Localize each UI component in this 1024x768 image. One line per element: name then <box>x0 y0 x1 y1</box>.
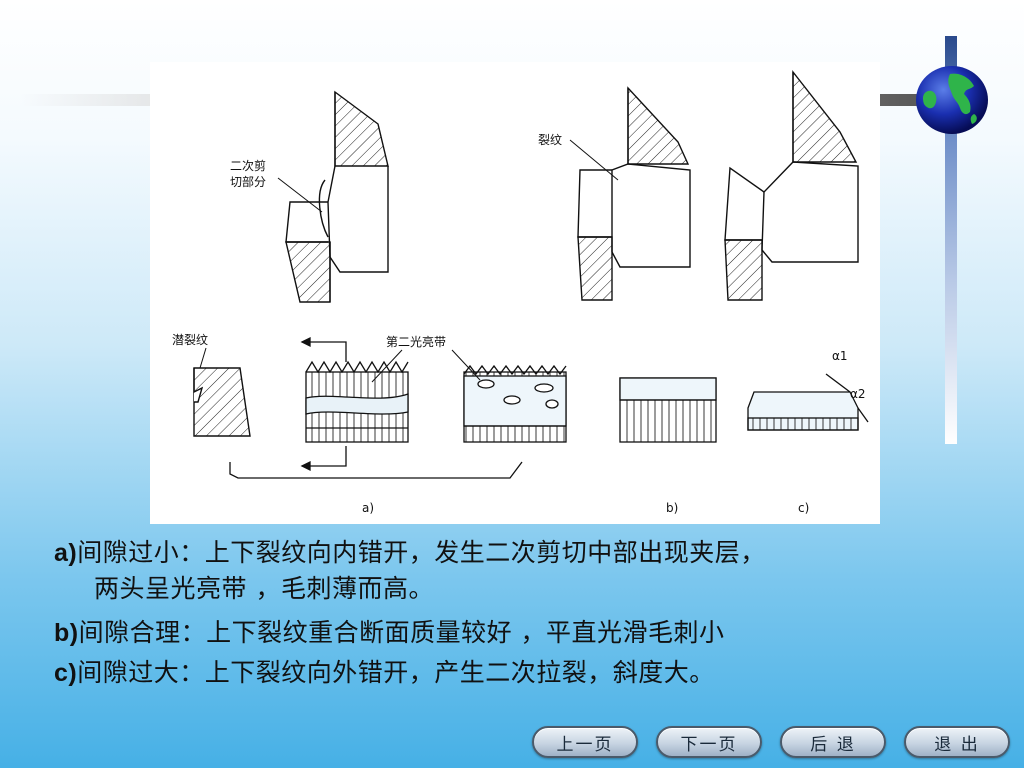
diagram-c-top <box>724 69 859 301</box>
diagram-a-section-2 <box>463 364 567 443</box>
caption-text-a2: 两头呈光亮带 ，毛刺薄而高。 <box>94 574 434 603</box>
direction-arrows <box>229 336 523 479</box>
label-b: b) <box>666 501 678 515</box>
label-secondary-shear-line2: 切部分 <box>230 174 266 189</box>
side-decorative-bar <box>945 36 957 444</box>
caption-prefix-b: b) <box>54 619 79 647</box>
caption-line-a2: 两头呈光亮带 ，毛刺薄而高。 <box>94 574 434 604</box>
diagram-b-top <box>577 86 691 301</box>
prev-page-button[interactable]: 上一页 <box>532 726 638 758</box>
label-second-band: 第二光亮带 <box>386 334 446 349</box>
caption-prefix-a: a) <box>54 539 78 567</box>
caption-line-a: a)间隙过小：上下裂纹向内错开，发生二次剪切中部出现夹层， <box>54 538 766 568</box>
caption-line-c: c)间隙过大：上下裂纹向外错开，产生二次拉裂，斜度大。 <box>54 658 715 688</box>
diagram-a-top <box>285 90 389 303</box>
next-page-button[interactable]: 下一页 <box>656 726 762 758</box>
caption-text-a: 间隙过小：上下裂纹向内错开，发生二次剪切中部出现夹层， <box>77 538 766 567</box>
diagram-c-section <box>747 373 869 431</box>
label-crack: 裂纹 <box>538 133 562 147</box>
label-latent-crack: 潜裂纹 <box>172 333 208 347</box>
label-secondary-shear-line1: 二次剪 <box>230 158 266 173</box>
diagram-b-section <box>619 377 717 443</box>
caption-prefix-c: c) <box>54 659 78 687</box>
label-alpha2: α2 <box>850 387 866 401</box>
label-a: a) <box>362 501 374 515</box>
exit-button[interactable]: 退 出 <box>904 726 1010 758</box>
label-c: c) <box>798 501 809 515</box>
diagram-a-section-1 <box>305 360 409 443</box>
label-alpha1: α1 <box>832 349 848 363</box>
back-button[interactable]: 后 退 <box>780 726 886 758</box>
caption-text-b: 间隙合理：上下裂纹重合断面质量较好 ，平直光滑毛刺小 <box>78 618 725 647</box>
caption-text-c: 间隙过大：上下裂纹向外错开，产生二次拉裂，斜度大。 <box>77 658 715 687</box>
die-clearance-figure: 二次剪 切部分 裂纹 潜裂纹 <box>150 62 880 524</box>
diagram-latent-crack-piece <box>193 367 251 437</box>
globe-icon <box>916 66 988 134</box>
caption-line-b: b)间隙合理：上下裂纹重合断面质量较好 ，平直光滑毛刺小 <box>54 618 725 648</box>
